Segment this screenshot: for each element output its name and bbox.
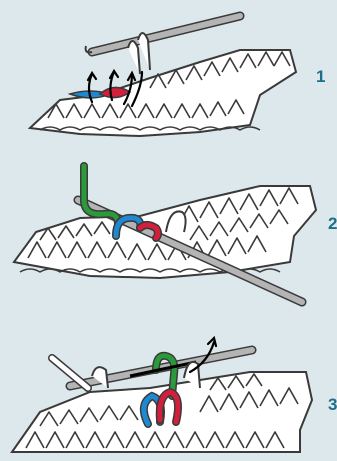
step-number-3: 3 <box>328 396 337 413</box>
panel-1 <box>30 16 296 136</box>
step-number-1: 1 <box>316 68 325 85</box>
step-number-2: 2 <box>328 215 337 232</box>
crochet-hook-icon <box>86 16 240 52</box>
stitch-rows <box>30 50 296 136</box>
panel-2 <box>14 166 316 302</box>
panel-3 <box>12 338 312 452</box>
